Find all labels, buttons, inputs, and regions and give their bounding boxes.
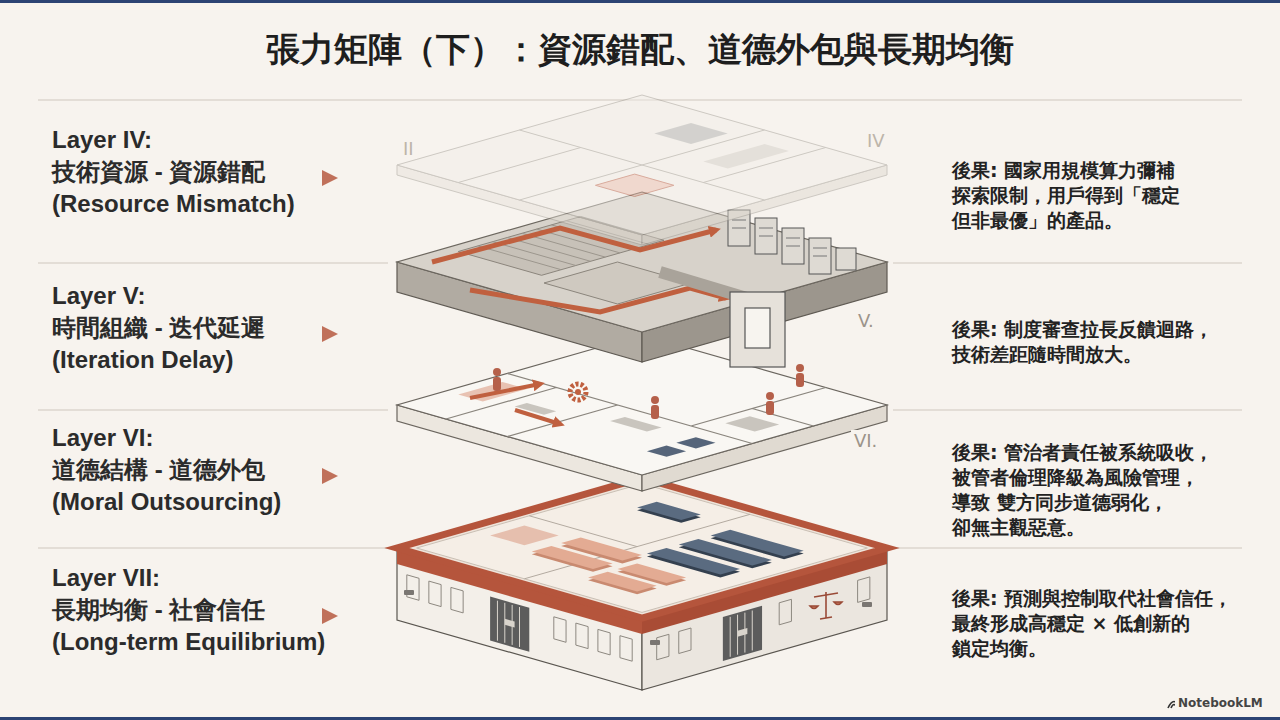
frame-strip xyxy=(0,717,1280,720)
consequence-note: 後果: 預測與控制取代社會信任， 最終形成高穩定 × 低創新的 鎖定均衡。 xyxy=(952,586,1237,661)
layer-numeral: V. xyxy=(855,310,877,331)
layer-title: (Resource Mismatch) xyxy=(52,188,295,220)
consequence-text: 後果: 管治者責任被系統吸收， 被管者倫理降級為風險管理， 導致 雙方同步道德弱… xyxy=(952,440,1237,540)
layer-band: Layer VI:道德結構 - 道德外包(Moral Outsourcing) xyxy=(52,422,281,518)
layer-heading: Layer IV: xyxy=(52,124,295,156)
layer-numeral: II xyxy=(400,138,417,159)
layer-title: 時間組織 - 迭代延遲 xyxy=(52,312,265,344)
scale-icon xyxy=(810,592,842,619)
slide-title: 張力矩陣（下）：資源錯配、道德外包與長期均衡 xyxy=(0,26,1280,72)
consequence-note: 後果: 制度審查拉長反饋迴路， 技術差距隨時間放大。 xyxy=(952,317,1237,367)
layer-heading: Layer VI: xyxy=(52,422,281,454)
layer-title: (Iteration Delay) xyxy=(52,344,265,376)
pointer-triangles xyxy=(322,170,338,624)
layer-band: Layer V:時間組織 - 迭代延遲(Iteration Delay) xyxy=(52,280,265,376)
layer-heading: Layer VII: xyxy=(52,562,325,594)
layer-title: 道德結構 - 道德外包 xyxy=(52,454,281,486)
consequence-text: 後果: 國家用規模算力彌補 探索限制，用戶得到「穩定 但非最優」的產品。 xyxy=(952,158,1237,233)
layer-band: Layer VII:長期均衡 - 社會信任(Long-term Equilibr… xyxy=(52,562,325,658)
consequence-text: 後果: 制度審查拉長反饋迴路， 技術差距隨時間放大。 xyxy=(952,317,1237,367)
layer-four-floor xyxy=(397,95,887,245)
layer-title: (Long-term Equilibrium) xyxy=(52,626,325,658)
layer-title: 技術資源 - 資源錯配 xyxy=(52,156,295,188)
consequence-note: 後果: 國家用規模算力彌補 探索限制，用戶得到「穩定 但非最優」的產品。 xyxy=(952,158,1237,233)
consequence-text: 後果: 預測與控制取代社會信任， 最終形成高穩定 × 低創新的 鎖定均衡。 xyxy=(952,586,1237,661)
layer-numeral: IV xyxy=(864,130,888,151)
consequence-note: 後果: 管治者責任被系統吸收， 被管者倫理降級為風險管理， 導致 雙方同步道德弱… xyxy=(952,440,1237,540)
watermark: NotebookLM xyxy=(1175,696,1266,710)
layer-band: Layer IV:技術資源 - 資源錯配(Resource Mismatch) xyxy=(52,124,295,220)
layer-title: (Moral Outsourcing) xyxy=(52,486,281,518)
layer-numeral: VI. xyxy=(851,430,880,451)
layer-title: 長期均衡 - 社會信任 xyxy=(52,594,325,626)
layer-heading: Layer V: xyxy=(52,280,265,312)
layer-seven-building xyxy=(397,478,887,690)
frame-strip xyxy=(0,0,1280,3)
